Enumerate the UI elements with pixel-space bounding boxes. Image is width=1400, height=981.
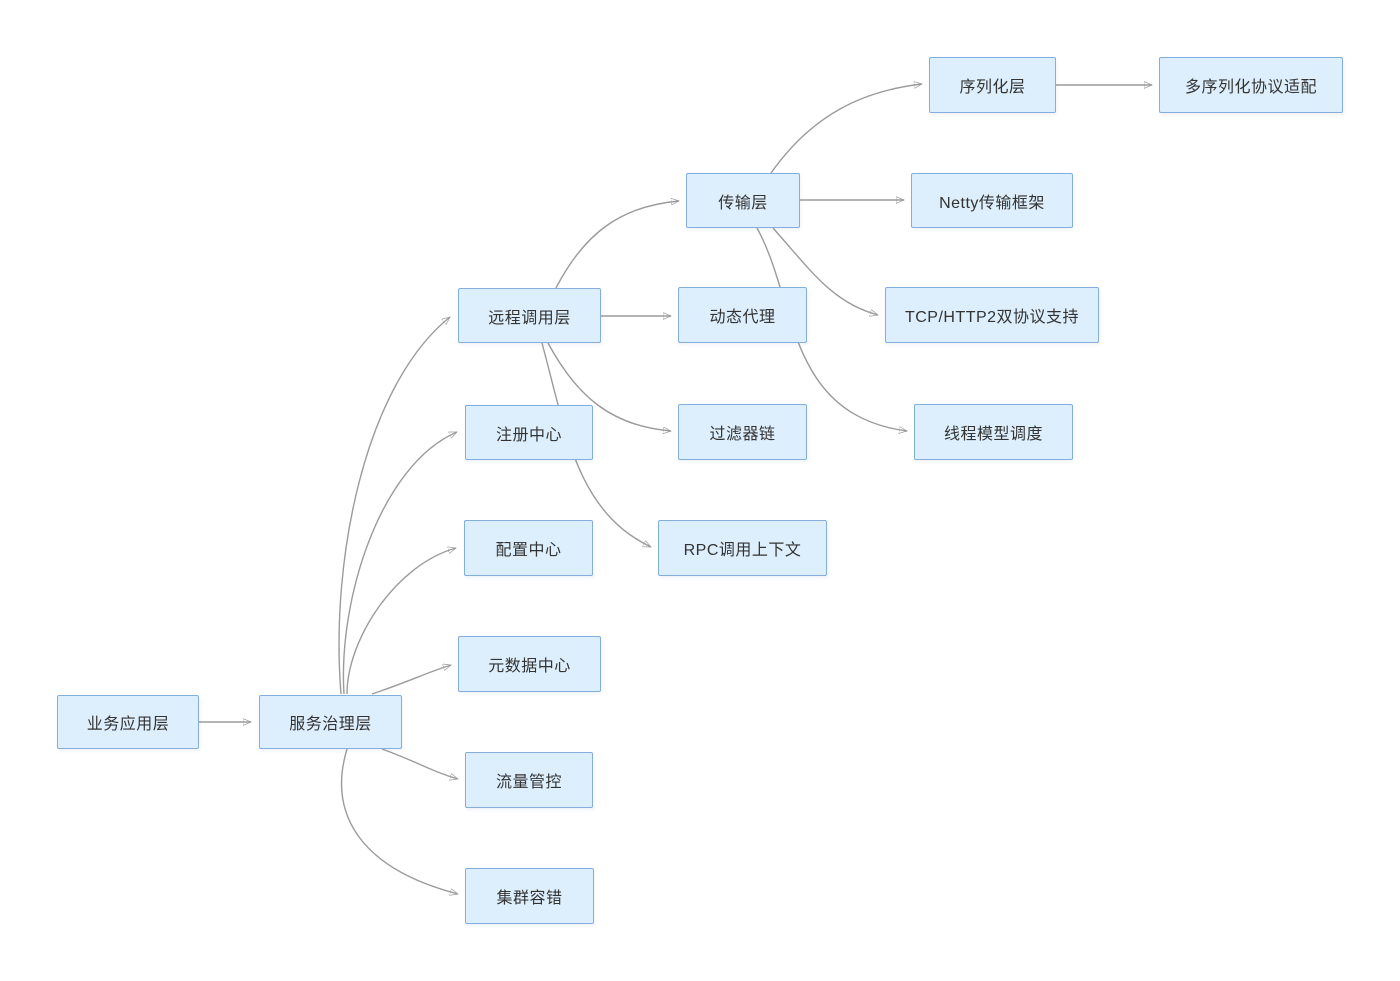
node-label: 动态代理 [709,309,776,326]
edge-service-governance-to-cluster-fault-tolerance [340,748,458,894]
node-dynamic-proxy[interactable]: 动态代理 [678,287,807,343]
node-traffic-control[interactable]: 流量管控 [465,752,593,808]
node-label: 流量管控 [495,774,562,791]
node-label: 服务治理层 [289,716,372,733]
node-label: 业务应用层 [86,716,170,733]
node-service-governance-layer[interactable]: 服务治理层 [259,695,402,749]
node-thread-model-scheduling[interactable]: 线程模型调度 [914,404,1073,460]
node-label: 传输层 [718,194,768,212]
edge-service-governance-to-metadata-center [371,665,451,695]
node-rpc-call-context[interactable]: RPC调用上下文 [658,520,827,576]
node-multi-serialization-adapter[interactable]: 多序列化协议适配 [1159,57,1343,113]
edge-service-governance-to-config-center [346,548,456,695]
node-filter-chain[interactable]: 过滤器链 [678,404,807,460]
node-transport-layer[interactable]: 传输层 [686,173,800,228]
node-label: 集群容错 [496,890,563,907]
node-netty-transport-framework[interactable]: Netty传输框架 [911,173,1073,228]
node-label: TCP/HTTP2双协议支持 [904,309,1080,326]
node-label: 线程模型调度 [943,426,1043,443]
node-label: 序列化层 [959,79,1026,96]
node-metadata-center[interactable]: 元数据中心 [458,636,601,692]
node-label: 注册中心 [495,426,562,444]
edge-service-governance-to-remote-call [338,317,450,695]
node-business-app-layer[interactable]: 业务应用层 [57,695,199,749]
node-label: RPC调用上下文 [683,542,802,559]
node-label: 过滤器链 [709,426,776,443]
node-tcp-http2-dual-protocol[interactable]: TCP/HTTP2双协议支持 [885,287,1099,343]
edge-service-governance-to-traffic-control [381,748,458,779]
node-remote-call-layer[interactable]: 远程调用层 [458,288,601,343]
node-label: 元数据中心 [488,658,571,675]
node-registry-center[interactable]: 注册中心 [465,405,593,460]
edge-service-governance-to-registry-center [342,431,457,695]
node-label: 多序列化协议适配 [1184,79,1317,96]
node-serialization-layer[interactable]: 序列化层 [929,57,1056,113]
node-label: 远程调用层 [488,309,571,327]
node-label: 配置中心 [495,542,562,559]
node-cluster-fault-tolerance[interactable]: 集群容错 [465,868,594,924]
edge-remote-call-to-transport-layer [555,201,679,289]
node-label: Netty传输框架 [939,194,1045,212]
node-config-center[interactable]: 配置中心 [464,520,593,576]
edge-transport-layer-to-serialization-layer [770,84,922,174]
